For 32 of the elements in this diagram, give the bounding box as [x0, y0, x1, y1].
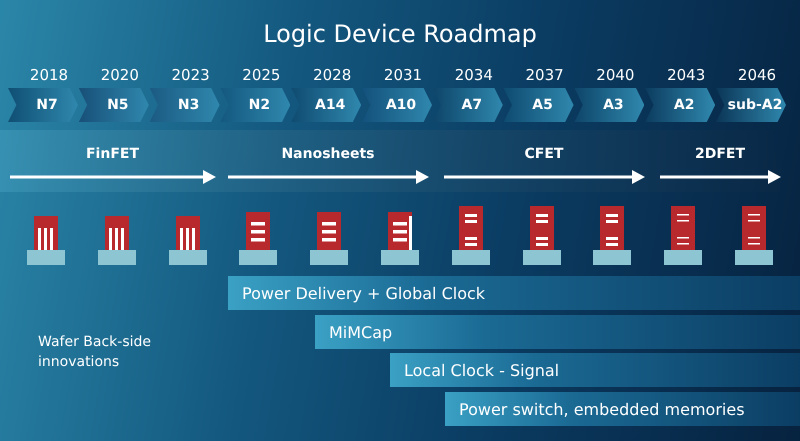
process-node-tab: A7 — [432, 88, 503, 122]
process-node-tab: A10 — [362, 88, 432, 122]
year-label: 2025 — [241, 66, 282, 84]
year-label: 2034 — [454, 66, 494, 84]
year-label: 2043 — [666, 66, 706, 84]
year-label: 2018 — [28, 66, 70, 84]
timeline-band: Power Delivery + Global Clock — [228, 276, 800, 310]
note-text: Wafer Back-side innovations — [38, 333, 152, 372]
year-label: 2046 — [736, 66, 778, 84]
year-label: 2037 — [524, 66, 565, 84]
technology-label: FinFET — [84, 146, 140, 162]
process-node-tab: A14 — [291, 88, 362, 122]
timeline-band: Local Clock - Signal — [390, 353, 800, 387]
timeline-band: MiMCap — [315, 315, 800, 349]
process-node-tab: N5 — [78, 88, 149, 122]
year-label: 2023 — [170, 66, 211, 84]
technology-label: Nanosheets — [280, 146, 376, 162]
diagram-title: Logic Device Roadmap — [262, 20, 538, 48]
process-node-tab: N7 — [8, 88, 78, 122]
technology-label: 2DFET — [694, 146, 746, 162]
year-label: 2040 — [595, 66, 636, 84]
year-label: 2031 — [382, 66, 424, 84]
technology-label: CFET — [524, 146, 564, 162]
year-label: 2020 — [100, 66, 140, 84]
process-node-tab: A5 — [504, 88, 574, 122]
process-node-tab: A3 — [574, 88, 644, 122]
process-node-tab: A2 — [645, 88, 716, 122]
year-label: 2028 — [312, 66, 352, 84]
process-node-tab: sub-A2 — [716, 88, 786, 122]
process-node-tab: N3 — [150, 88, 220, 122]
timeline-band: Power switch, embedded memories — [445, 392, 800, 426]
process-node-tab: N2 — [220, 88, 290, 122]
